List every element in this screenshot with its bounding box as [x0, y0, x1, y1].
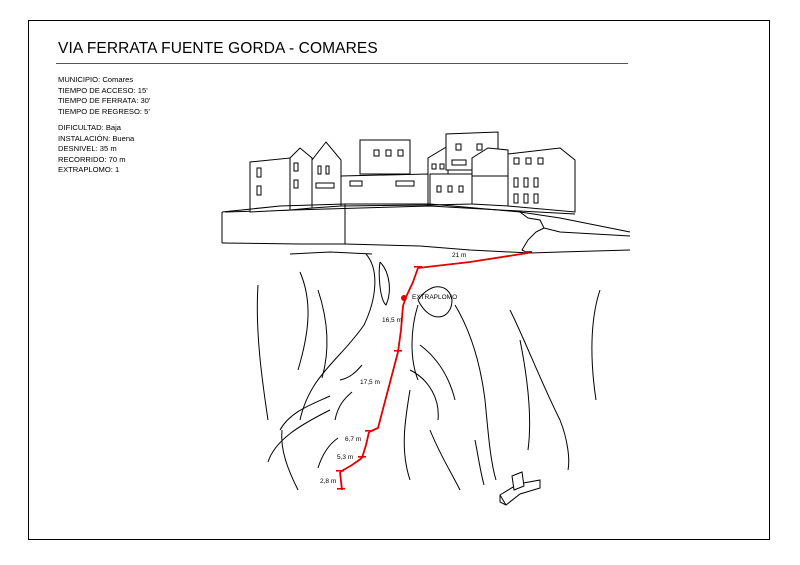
info-instalacion: INSTALACIÓN: Buena — [58, 133, 135, 143]
info-block-primary: MUNICIPIO: Comares TIEMPO DE ACCESO: 15'… — [58, 75, 150, 117]
ferrata-route — [339, 252, 529, 491]
label-5-3m: 5,3 m — [337, 454, 353, 461]
title-underline — [56, 63, 628, 64]
village-base-line — [224, 205, 576, 215]
info-municipio: MUNICIPIO: Comares — [58, 75, 134, 84]
route-segment-to-top — [405, 267, 419, 298]
label-16-5m: 16,5 m — [382, 317, 402, 324]
building-1 — [249, 157, 291, 213]
route-segment-5-3 — [339, 457, 363, 473]
info-block-secondary: DIFICULTAD: Baja INSTALACIÓN: Buena DESN… — [58, 123, 134, 176]
label-extraplomo: EXTRAPLOMO — [412, 294, 457, 301]
rock-contours — [256, 253, 601, 491]
info-dificultad: DIFICULTAD: Baja — [58, 123, 122, 132]
building-3 — [311, 141, 342, 209]
info-tiempo-regreso: TIEMPO DE REGRESO: 5' — [58, 106, 150, 116]
route-anchors — [336, 251, 532, 490]
label-17-5m: 17,5 m — [360, 379, 380, 386]
label-21m: 21 m — [452, 252, 466, 259]
drawing-frame — [28, 20, 770, 540]
building-5 — [340, 173, 429, 207]
label-2-8m: 2,8 m — [320, 478, 336, 485]
plateau-front-edge — [221, 203, 631, 233]
info-tiempo-acceso: TIEMPO DE ACCESO: 15' — [58, 85, 148, 95]
cliff-rim — [221, 242, 531, 254]
info-desnivel: DESNIVEL: 35 m — [58, 144, 117, 154]
route-segment-16-5 — [397, 296, 407, 353]
page-title: VIA FERRATA FUENTE GORDA - COMARES — [58, 40, 378, 57]
cliff-top — [221, 203, 631, 255]
info-extraplomo: EXTRAPLOMO: 1 — [58, 165, 120, 175]
route-segment-21 — [417, 252, 529, 269]
route-segment-6-7 — [361, 431, 370, 459]
building-2 — [289, 147, 313, 211]
village-buildings — [224, 131, 576, 215]
info-recorrido: RECORRIDO: 70 m — [58, 154, 126, 164]
building-8 — [429, 173, 473, 206]
building-10 — [507, 147, 576, 213]
path-zigzag — [519, 211, 545, 254]
info-tiempo-ferrata: TIEMPO DE FERRATA: 30' — [58, 96, 151, 106]
label-6-7m: 6,7 m — [345, 436, 361, 443]
building-4 — [359, 139, 411, 175]
small-hut — [499, 471, 541, 506]
building-9 — [471, 147, 509, 207]
route-segment-2-8 — [339, 471, 343, 491]
extraplomo-marker — [401, 295, 407, 301]
route-segment-17-5 — [368, 351, 399, 433]
